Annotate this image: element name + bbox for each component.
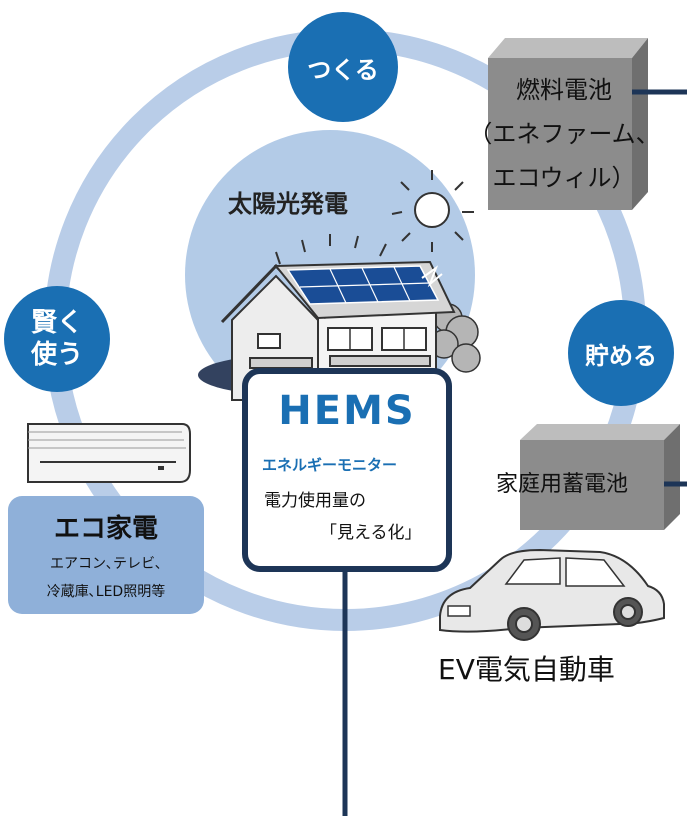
hems-box: HEMS エネルギーモニター 電力使用量の 「見える化」 bbox=[242, 368, 452, 572]
fuel-cell-title: 燃料電池 bbox=[516, 76, 612, 104]
hems-title: HEMS bbox=[278, 388, 416, 434]
fuel-cell-subtitle-2: エコウィル） bbox=[492, 164, 636, 192]
eco-appliances-box: エコ家電 エアコン､テレビ､ 冷蔵庫､LED照明等 bbox=[8, 496, 204, 614]
solar-panel-icon bbox=[286, 265, 440, 305]
smart-use-label-line2: 使う bbox=[30, 340, 83, 370]
fuel-cell-label: 燃料電池 （エネファーム、 エコウィル） bbox=[446, 68, 682, 200]
house-icon bbox=[220, 260, 456, 401]
bush-icon bbox=[429, 303, 481, 373]
store-label: 貯める bbox=[585, 341, 657, 370]
smart-use-label-line1: 賢く bbox=[30, 308, 83, 338]
store-bubble: 貯める bbox=[568, 300, 674, 406]
eco-appliances-line1: エアコン､テレビ､ bbox=[50, 556, 162, 572]
create-label: つくる bbox=[307, 55, 379, 84]
sun-icon bbox=[391, 170, 474, 252]
smart-use-bubble: 賢く 使う bbox=[4, 286, 110, 392]
solar-power-label: 太陽光発電 bbox=[228, 190, 348, 218]
eco-appliances-title: エコ家電 bbox=[53, 514, 158, 544]
sunlight-rays bbox=[275, 234, 387, 265]
fuel-cell-unit-icon bbox=[488, 38, 648, 210]
create-bubble: つくる bbox=[288, 12, 398, 122]
hems-subtitle: エネルギーモニター bbox=[262, 456, 398, 474]
electric-car-icon bbox=[439, 548, 665, 641]
hems-description-line2: 「見える化」 bbox=[320, 523, 422, 543]
battery-unit-icon bbox=[520, 424, 680, 530]
fuel-cell-subtitle-1: （エネファーム、 bbox=[468, 120, 660, 148]
air-conditioner-icon bbox=[27, 423, 191, 483]
hems-description-line1: 電力使用量の bbox=[264, 491, 366, 511]
home-battery-label: 家庭用蓄電池 bbox=[496, 472, 629, 497]
ev-label: EV電気自動車 bbox=[438, 653, 615, 686]
eco-appliances-line2: 冷蔵庫､LED照明等 bbox=[46, 584, 166, 600]
